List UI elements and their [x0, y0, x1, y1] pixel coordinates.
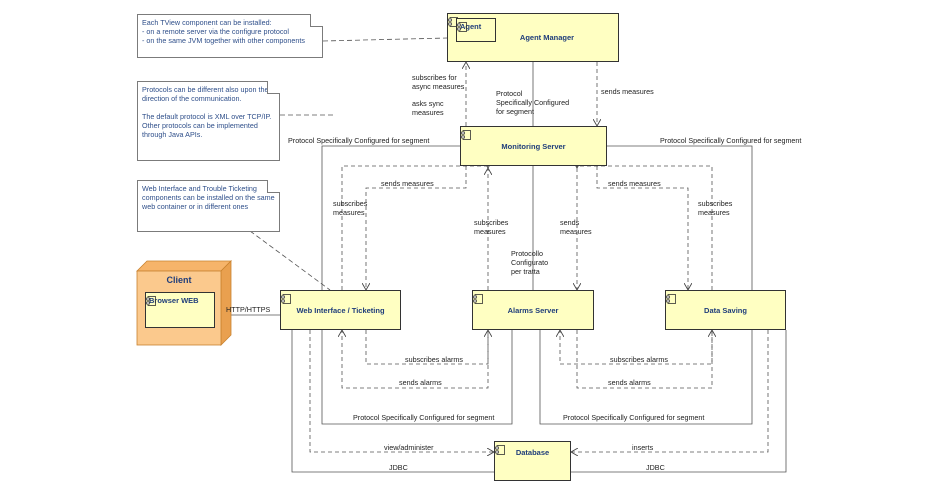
ms-web-sends: [366, 166, 467, 290]
note-protocols-text: Protocols can be different also upon the…: [142, 85, 272, 139]
note-webinterface-text: Web Interface and Trouble Ticketing comp…: [142, 184, 277, 211]
agent-manager-component[interactable]: Agent Manager Agent: [447, 13, 619, 62]
label-protocol-bottom-left: Protocol Specifically Configured for seg…: [353, 413, 495, 422]
ms-data-outer: [607, 145, 753, 290]
label-subscribes-alarms-left: subscribes alarms: [405, 355, 463, 364]
web-alarms-outer: [321, 330, 513, 425]
component-icon: [457, 22, 467, 32]
label-protocollo: Protocollo Configurato per tratta: [511, 249, 549, 276]
note-fold-icon: [267, 180, 280, 193]
label-subscribes-alarms-right: subscribes alarms: [610, 355, 668, 364]
web-db-dashed: [309, 330, 494, 452]
note-webinterface: Web Interface and Trouble Ticketing comp…: [137, 180, 280, 232]
note-fold-icon: [310, 14, 323, 27]
label-sends-alarms-right: sends alarms: [608, 378, 651, 387]
agent-manager-label: Agent Manager: [519, 33, 575, 42]
label-jdbc-left: JDBC: [389, 463, 408, 472]
component-icon: [495, 445, 505, 455]
note-tview-connector: [322, 37, 448, 42]
label-protocol-top: Protocol Specifically Configured for seg…: [496, 89, 570, 116]
ms-web-subscribes: [341, 166, 488, 290]
label-sends-alarms-left: sends alarms: [399, 378, 442, 387]
label-sends-measures-top: sends measures: [601, 87, 654, 96]
browser-web-label: Browser WEB: [149, 296, 199, 305]
monitoring-server-component[interactable]: Monitoring Server: [460, 126, 607, 166]
data-db-solid: [571, 330, 787, 473]
note-tview: Each TView component can be installed: -…: [137, 14, 323, 58]
web-alarms-subscribes: [365, 330, 488, 365]
label-subscribes-async: subscribes for async measures: [412, 73, 465, 91]
data-saving-component[interactable]: Data Saving: [665, 290, 786, 330]
web-interface-label: Web Interface / Ticketing: [296, 305, 385, 315]
database-label: Database: [515, 448, 550, 457]
label-http: HTTP/HTTPS: [226, 305, 271, 314]
alarms-server-label: Alarms Server: [507, 305, 559, 315]
client-node[interactable]: Client Browser WEB: [137, 271, 221, 345]
component-icon: [473, 294, 483, 304]
note-protocols: Protocols can be different also upon the…: [137, 81, 280, 161]
label-subscribes-measures-right: subscribes measures: [698, 199, 733, 217]
web-db-solid: [291, 330, 494, 473]
database-component[interactable]: Database: [494, 441, 571, 481]
data-alarms-sends: [576, 330, 712, 389]
browser-web-component[interactable]: Browser WEB: [145, 292, 215, 328]
label-sends-measures-right: sends measures: [608, 179, 661, 188]
label-protocol-bottom-right: Protocol Specifically Configured for seg…: [563, 413, 705, 422]
data-alarms-outer: [539, 330, 753, 425]
web-alarms-sends: [342, 330, 489, 389]
label-sends-measures-left: sends measures: [381, 179, 434, 188]
component-icon: [146, 296, 156, 306]
label-jdbc-right: JDBC: [646, 463, 665, 472]
label-protocol-right: Protocol Specifically Configured for seg…: [660, 136, 802, 145]
web-interface-component[interactable]: Web Interface / Ticketing: [280, 290, 401, 330]
label-asks-sync: asks sync measures: [412, 99, 444, 117]
label-inserts: inserts: [632, 443, 654, 452]
agent-label: Agent: [460, 22, 482, 31]
note-web-connector: [249, 230, 331, 291]
component-icon: [666, 294, 676, 304]
alarms-server-component[interactable]: Alarms Server: [472, 290, 594, 330]
ms-data-subscribes: [577, 166, 713, 290]
note-tview-text: Each TView component can be installed: -…: [142, 18, 305, 45]
label-view-administer: view/administer: [384, 443, 434, 452]
label-subscribes-measures-mid: subscribes measures: [474, 218, 509, 236]
note-fold-icon: [267, 81, 280, 94]
ms-web-outer: [321, 145, 460, 290]
label-sends-measures-mid: sends measures: [560, 218, 592, 236]
agent-component[interactable]: Agent: [456, 18, 496, 42]
monitoring-server-label: Monitoring Server: [501, 141, 566, 151]
data-db-dashed: [571, 330, 769, 452]
ms-data-sends: [596, 166, 688, 290]
client-node-label: Client: [166, 275, 192, 285]
data-saving-label: Data Saving: [704, 305, 747, 315]
component-icon: [461, 130, 471, 140]
label-subscribes-measures-left: subscribes measures: [333, 199, 368, 217]
label-protocol-left: Protocol Specifically Configured for seg…: [288, 136, 430, 145]
component-icon: [281, 294, 291, 304]
